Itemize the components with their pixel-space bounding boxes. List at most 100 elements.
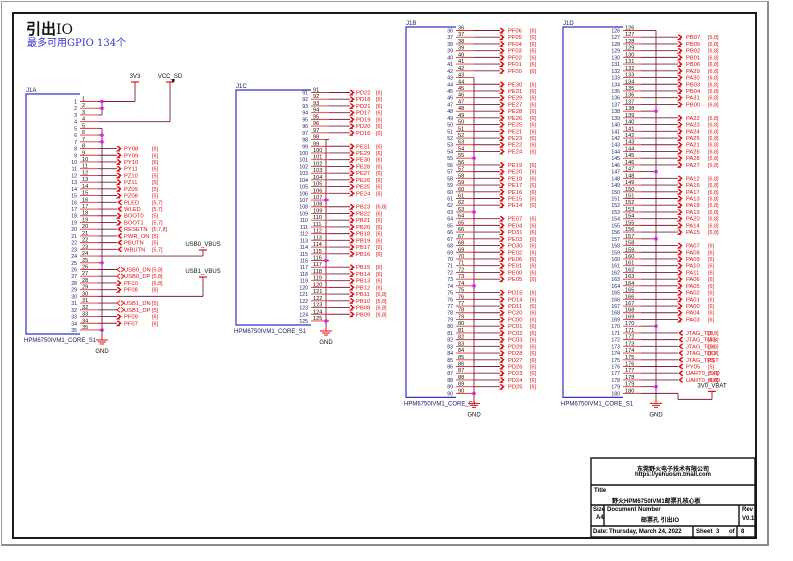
pin-number: 18 — [71, 214, 77, 220]
port-flag-icon — [117, 219, 122, 226]
pin-name: 169 — [625, 314, 634, 320]
pin-number: 35 — [71, 328, 77, 334]
tb-doc-text: 邮票孔 引出IO — [641, 518, 680, 524]
port-flag-icon — [350, 203, 355, 210]
pin-name: 46 — [458, 93, 464, 99]
pin-name: 84 — [458, 348, 464, 354]
pin-number: 143 — [611, 143, 620, 149]
port-flag-icon — [350, 103, 355, 109]
viewer-frame — [1, 1, 769, 546]
pin-name: 141 — [625, 126, 634, 132]
net-label: PD21 — [356, 104, 371, 110]
pin-name: 55 — [458, 153, 464, 159]
bidir-port-icon — [120, 300, 125, 306]
net-ref: [6] — [530, 257, 536, 263]
pin-name: 177 — [625, 368, 634, 374]
pin-name: 155 — [625, 220, 634, 226]
pin-number: 153 — [611, 210, 620, 216]
net-label: PA28 — [686, 156, 700, 162]
part-outline-j1b — [405, 26, 456, 398]
pin-name: 176 — [625, 362, 634, 368]
pin-number: 50 — [447, 123, 453, 129]
net-label: PA06 — [686, 277, 700, 283]
net-label: PE07 — [508, 217, 522, 223]
pin-number: 128 — [611, 42, 620, 48]
net-label: PF09 — [124, 315, 138, 321]
net-ref: [5,7] — [152, 200, 163, 206]
page-title: 引出IO — [26, 18, 73, 39]
net-label: PB01 — [686, 55, 700, 61]
pin-number: 51 — [447, 129, 453, 135]
net-ref: [6,8] — [708, 143, 719, 149]
pin-name: 36 — [458, 26, 464, 32]
pin-name: 131 — [625, 59, 634, 65]
net-ref: [5,8] — [708, 331, 719, 337]
pin-number: 151 — [611, 197, 620, 203]
pin-number: 2 — [74, 106, 77, 112]
port-flag-icon — [500, 289, 505, 296]
port-flag-icon — [500, 343, 505, 350]
gnd-label: GND — [649, 412, 663, 418]
port-flag-icon — [500, 363, 505, 370]
pin-name: 157 — [625, 234, 634, 240]
pin-name: 98 — [313, 135, 319, 141]
pin-name: 37 — [458, 32, 464, 38]
pin-name: 113 — [313, 235, 322, 241]
net-ref: [6,8] — [708, 156, 719, 162]
net-ref: [6] — [530, 378, 536, 384]
port-flag-icon — [500, 350, 505, 356]
pin-number: 79 — [447, 317, 453, 323]
net-ref: [6,8] — [708, 217, 719, 223]
pin-name: 180 — [625, 388, 634, 394]
net-ref: [6] — [376, 238, 382, 244]
net-ref: [6] — [530, 123, 536, 129]
port-flag-icon — [117, 145, 122, 152]
net-label: PF01 — [508, 62, 522, 68]
pin-number: 17 — [71, 207, 77, 213]
net-ref: [6] — [530, 69, 536, 75]
pin-number: 100 — [299, 151, 308, 157]
net-label: PE16 — [508, 190, 522, 196]
pin-name: 104 — [313, 175, 322, 181]
port-flag-icon — [117, 212, 122, 219]
pin-number: 15 — [71, 194, 77, 200]
tb-sheet: 3 — [716, 529, 719, 535]
net-ref: [6] — [530, 163, 536, 169]
pin-number: 69 — [447, 250, 453, 256]
net-label: PF08 — [124, 288, 138, 294]
port-flag-icon — [350, 156, 355, 163]
junction-dot — [654, 237, 658, 241]
pin-number: 1 — [74, 100, 77, 106]
port-flag-icon — [678, 182, 683, 188]
pin-name: 167 — [625, 301, 634, 307]
net-label: PA11 — [686, 270, 699, 276]
net-ref: [5] — [152, 241, 158, 247]
net-ref: [6,8] — [708, 55, 719, 61]
input-port-icon — [678, 343, 683, 350]
port-flag-icon — [500, 88, 505, 94]
pin-name: 144 — [625, 146, 634, 152]
net-ref: [6] — [152, 315, 158, 321]
pin-name: 16 — [82, 197, 88, 203]
port-flag-icon — [678, 209, 683, 215]
pin-number: 120 — [299, 285, 308, 291]
net-ref: [5,7] — [152, 247, 163, 253]
pin-name: 74 — [458, 281, 464, 287]
pin-name: 148 — [625, 173, 634, 179]
pin-number: 43 — [447, 76, 453, 82]
port-flag-icon — [350, 177, 355, 183]
input-port-icon — [118, 206, 123, 212]
net-label: PA24 — [686, 129, 701, 135]
net-ref: [6] — [708, 250, 714, 256]
pin-name: 109 — [313, 208, 322, 214]
net-ref: [6] — [376, 151, 382, 157]
pin-number: 56 — [447, 163, 453, 169]
net-ref: [6] — [152, 167, 158, 173]
net-ref: [6] — [708, 297, 714, 303]
pin-name: 63 — [458, 207, 464, 213]
tb-date-label: Date: — [593, 529, 608, 535]
net-label: PC02 — [508, 331, 523, 337]
port-flag-icon — [117, 280, 122, 286]
net-label: PE26 — [508, 116, 522, 122]
net-label: PD11 — [508, 304, 522, 310]
